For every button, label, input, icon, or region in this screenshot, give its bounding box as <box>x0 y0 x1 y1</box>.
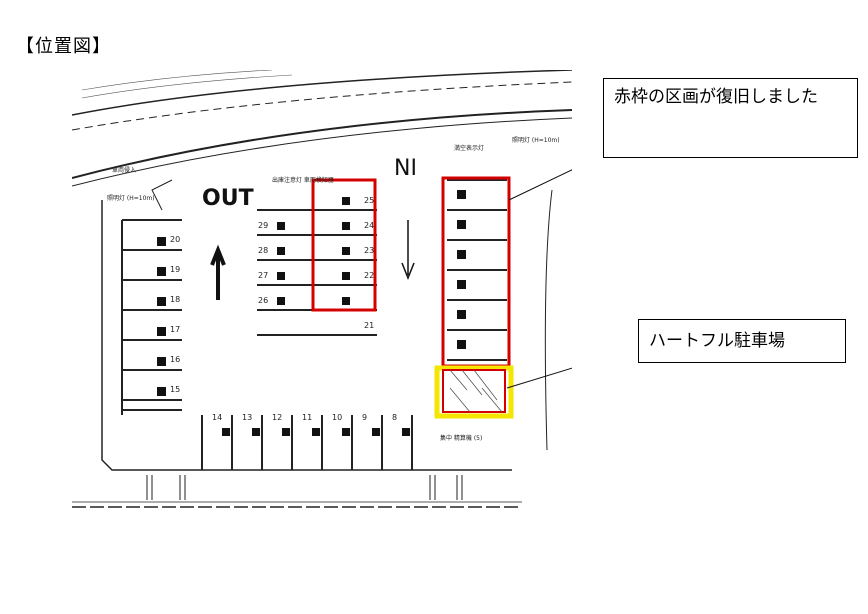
map-note: 出庫注意灯 車両検知器 <box>272 176 334 184</box>
space-number: 15 <box>170 385 180 394</box>
middle-parking-block <box>257 209 377 336</box>
left-parking-row <box>121 219 182 415</box>
callout-accessible-parking: ハートフル駐車場 <box>638 319 846 363</box>
space-number: 19 <box>170 265 180 274</box>
parking-lot-map: 20 19 18 17 16 15 OUT 29 28 27 26 25 24 … <box>72 70 572 508</box>
map-note: 照明灯 (H=10m) <box>107 194 155 202</box>
callout-leader <box>506 367 572 389</box>
callout-restored: 赤枠の区画が復旧しました <box>603 78 858 158</box>
space-number: 22 <box>364 271 374 280</box>
space-number: 20 <box>170 235 180 244</box>
space-number: 16 <box>170 355 180 364</box>
out-label: OUT <box>202 186 254 211</box>
space-number: 21 <box>364 321 374 330</box>
bottom-parking-row <box>201 415 413 470</box>
callout-leader <box>508 169 572 201</box>
space-number: 28 <box>258 246 268 255</box>
space-number: 10 <box>332 413 342 422</box>
map-note: 集中 精算機 (5) <box>440 434 482 442</box>
space-number: 24 <box>364 221 374 230</box>
restored-area-middle <box>311 178 377 312</box>
map-note: 満空表示灯 <box>454 144 484 152</box>
space-number: 12 <box>272 413 282 422</box>
space-number: 29 <box>258 221 268 230</box>
map-note: 照明灯 (H=10m) <box>512 136 560 144</box>
space-number: 9 <box>362 413 367 422</box>
space-number: 25 <box>364 196 374 205</box>
accessible-parking-area <box>434 365 514 419</box>
space-number: 14 <box>212 413 222 422</box>
right-parking-row <box>447 179 507 361</box>
space-number: 23 <box>364 246 374 255</box>
space-number: 26 <box>258 296 268 305</box>
space-number: 27 <box>258 271 268 280</box>
map-note: 車両侵入 <box>112 166 136 174</box>
restored-area-right <box>441 176 511 368</box>
space-number: 18 <box>170 295 180 304</box>
in-label: NI <box>394 156 417 181</box>
space-number: 8 <box>392 413 397 422</box>
space-number: 17 <box>170 325 180 334</box>
up-arrow-icon <box>210 244 226 300</box>
space-number: 13 <box>242 413 252 422</box>
page-heading: 【位置図】 <box>16 36 111 57</box>
down-arrow-icon <box>401 220 415 281</box>
space-number: 11 <box>302 413 312 422</box>
